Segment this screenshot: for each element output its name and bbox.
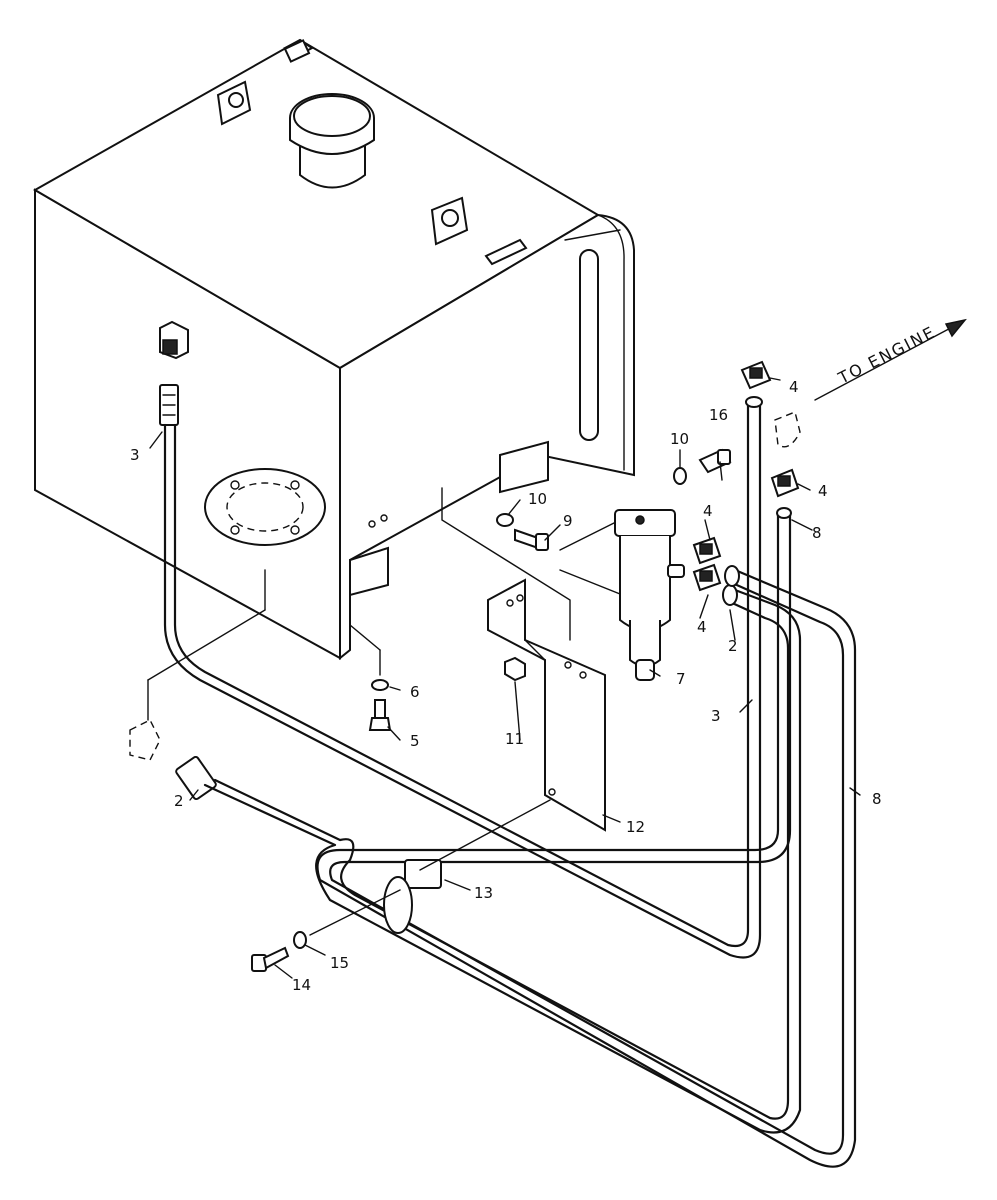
fitting-4c <box>692 536 722 565</box>
callout-10-lower: 10 <box>528 490 547 508</box>
callout-2-left: 2 <box>174 792 184 810</box>
callout-15: 15 <box>330 954 349 972</box>
line-clamp <box>309 799 551 936</box>
washer-10-upper <box>673 467 687 485</box>
callout-4-right: 4 <box>818 482 828 500</box>
lifting-lug-rear <box>216 80 252 126</box>
callout-2-right: 2 <box>728 637 738 655</box>
fitting-4b <box>770 468 800 498</box>
tank-block <box>484 238 528 266</box>
callout-4-filter-lower: 4 <box>697 618 707 636</box>
bolt-14 <box>251 946 290 972</box>
inline-fuel-filter <box>614 509 685 681</box>
adjust-slot <box>579 249 599 441</box>
dashed-elbow-right <box>774 411 801 448</box>
callout-labels: 3 4 4 4 4 16 10 10 9 7 2 3 8 8 6 5 11 12… <box>130 378 882 994</box>
callout-12: 12 <box>626 818 645 836</box>
washer-6 <box>371 679 389 691</box>
fitting-4d <box>692 563 722 592</box>
callout-6: 6 <box>410 683 420 701</box>
tank-bottom-flange <box>204 468 326 546</box>
callout-16: 16 <box>709 406 728 424</box>
leader-lines <box>147 377 861 979</box>
washer-10-lower <box>496 513 514 527</box>
bolt-16 <box>698 448 732 474</box>
tank-foot-left <box>349 546 389 597</box>
stud-5 <box>368 699 392 731</box>
tank-foot-right <box>499 440 549 494</box>
elbow-fitting <box>159 320 189 360</box>
callout-5: 5 <box>410 732 420 750</box>
washer-15 <box>293 931 307 949</box>
callout-14: 14 <box>292 976 311 994</box>
to-engine-label: TO ENGINE <box>834 322 939 388</box>
callout-8-top: 8 <box>812 524 822 542</box>
callout-4-filter-upper: 4 <box>703 502 713 520</box>
hose-2 <box>175 584 802 1134</box>
hose-3 <box>159 384 763 959</box>
callout-9: 9 <box>563 512 573 530</box>
bolt-9 <box>514 528 549 551</box>
callout-13: 13 <box>474 884 493 902</box>
mounting-bracket <box>487 578 606 832</box>
callout-3-left: 3 <box>130 446 140 464</box>
callout-4-top: 4 <box>789 378 799 396</box>
callout-7: 7 <box>676 670 686 688</box>
callout-10-upper: 10 <box>670 430 689 448</box>
filler-cap <box>289 93 375 189</box>
hydraulic-tank <box>32 38 635 661</box>
lifting-lug-front <box>430 196 469 246</box>
callout-8-right: 8 <box>872 790 882 808</box>
nut-11 <box>504 656 526 682</box>
to-engine-arrow: TO ENGINE <box>814 318 967 401</box>
fitting-4a <box>740 360 772 390</box>
callout-11: 11 <box>505 730 524 748</box>
callout-3-right: 3 <box>711 707 721 725</box>
hose-8 <box>316 507 857 1168</box>
dashed-elbow-left <box>129 719 161 761</box>
